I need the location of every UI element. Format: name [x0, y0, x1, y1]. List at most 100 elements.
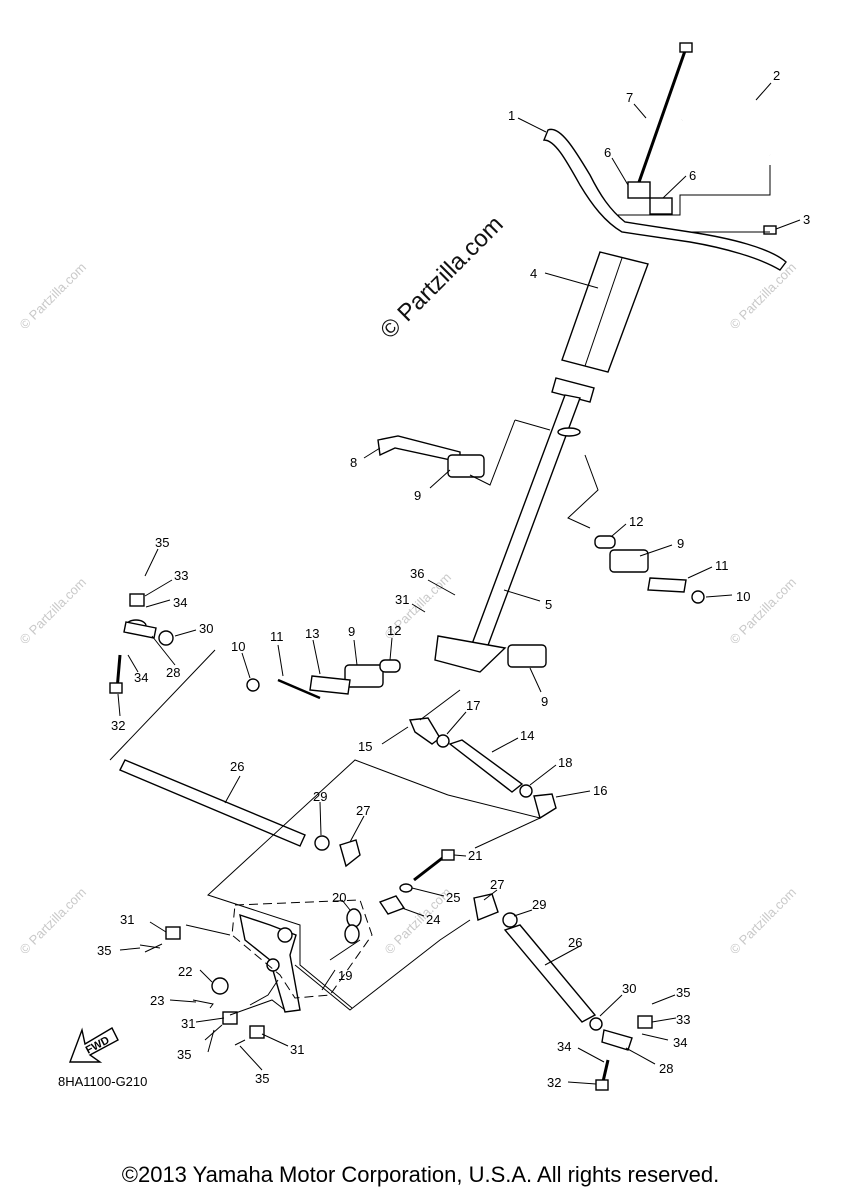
handlebar-pad	[561, 251, 649, 373]
pitman-pivot	[266, 958, 280, 972]
callout-32: 32	[547, 1075, 561, 1090]
pitman-arm-outline	[231, 899, 373, 999]
watermark-main: © Partzilla.com	[375, 211, 508, 344]
callout-28: 28	[659, 1061, 673, 1076]
steering-column	[434, 377, 595, 673]
fwd-label: FWD	[84, 1034, 112, 1056]
callout-31: 31	[120, 912, 134, 927]
callout-9: 9	[541, 694, 548, 709]
callout-9: 9	[677, 536, 684, 551]
copyright-notice: ©2013 Yamaha Motor Corporation, U.S.A. A…	[121, 1162, 720, 1187]
callout-27: 27	[490, 877, 504, 892]
callout-31: 31	[290, 1042, 304, 1057]
nut	[246, 678, 260, 692]
callout-1: 1	[508, 108, 515, 123]
nut	[637, 1015, 653, 1029]
nut	[222, 1011, 238, 1025]
link-arm	[647, 577, 687, 593]
callout-35: 35	[155, 535, 169, 550]
callout-4: 4	[530, 266, 537, 281]
tie-rod	[503, 924, 597, 1023]
callout-13: 13	[305, 626, 319, 641]
callout-34: 34	[557, 1039, 571, 1054]
callout-12: 12	[387, 623, 401, 638]
tie-rod-end	[473, 893, 499, 921]
callout-10: 10	[231, 639, 245, 654]
callout-34: 34	[673, 1035, 687, 1050]
callout-3: 3	[803, 212, 810, 227]
callout-8: 8	[350, 455, 357, 470]
nut	[436, 734, 450, 748]
callout-12: 12	[629, 514, 643, 529]
nut	[165, 926, 181, 940]
assembly-lines	[109, 165, 771, 1016]
nut	[589, 1017, 603, 1031]
callout-30: 30	[622, 981, 636, 996]
nut	[314, 835, 330, 851]
callout-34: 34	[134, 670, 148, 685]
callout-27: 27	[356, 803, 370, 818]
callout-20: 20	[332, 890, 346, 905]
nut	[502, 912, 518, 928]
callout-11: 11	[715, 558, 729, 573]
callout-16: 16	[593, 783, 607, 798]
watermark-faint: © Partzilla.com	[17, 885, 90, 958]
callout-6: 6	[689, 168, 696, 183]
link-arm	[309, 675, 351, 695]
tie-rod	[448, 739, 524, 793]
callout-24: 24	[426, 912, 440, 927]
cotter-pin	[192, 999, 214, 1009]
tie-rod-end	[339, 839, 361, 868]
watermark-faint: © Partzilla.com	[17, 260, 90, 333]
bushing	[344, 924, 360, 944]
tie-rod-end	[533, 793, 557, 820]
fwd-arrow: FWD	[68, 1027, 119, 1063]
column-clamp	[344, 664, 384, 688]
collar	[379, 659, 401, 673]
collar	[594, 535, 616, 549]
handlebar-assembly	[542, 42, 787, 271]
callout-35: 35	[97, 943, 111, 958]
watermark-faint: © Partzilla.com	[727, 260, 800, 333]
callout-15: 15	[358, 739, 372, 754]
callout-19: 19	[338, 968, 352, 983]
washer	[399, 883, 413, 893]
tie-rod-end	[601, 1029, 633, 1051]
callout-32: 32	[111, 718, 125, 733]
callout-31: 31	[181, 1016, 195, 1031]
callout-17: 17	[466, 698, 480, 713]
callout-30: 30	[199, 621, 213, 636]
tie-rod	[119, 759, 306, 847]
callout-18: 18	[558, 755, 572, 770]
watermark-faint: © Partzilla.com	[727, 575, 800, 648]
column-clamp	[507, 644, 547, 668]
callout-14: 14	[520, 728, 534, 743]
callout-23: 23	[150, 993, 164, 1008]
column-clamp	[609, 549, 649, 573]
nut	[211, 977, 229, 995]
callout-21: 21	[468, 848, 482, 863]
bolt	[441, 849, 455, 861]
nut	[691, 590, 705, 604]
nut	[519, 784, 533, 798]
nut	[249, 1025, 265, 1039]
cotter-pin	[139, 943, 163, 953]
callout-35: 35	[676, 985, 690, 1000]
callout-6: 6	[604, 145, 611, 160]
watermark-faint: © Partzilla.com	[727, 885, 800, 958]
faint-watermarks: © Partzilla.com © Partzilla.com © Partzi…	[17, 260, 800, 958]
callout-11: 11	[270, 629, 284, 644]
callout-7: 7	[626, 90, 633, 105]
cotter-pin	[234, 1039, 246, 1046]
callout-34: 34	[173, 595, 187, 610]
callout-10: 10	[736, 589, 750, 604]
callouts: 1 2 3 4 5 6 6 7 8 9 9 9 9 10 10 11 11 12…	[97, 68, 810, 1090]
watermark-faint: © Partzilla.com	[17, 575, 90, 648]
callout-33: 33	[676, 1012, 690, 1027]
callout-33: 33	[174, 568, 188, 583]
callout-5: 5	[545, 597, 552, 612]
callout-35: 35	[177, 1047, 191, 1062]
callout-35: 35	[255, 1071, 269, 1086]
left-knuckle-joint	[109, 593, 174, 694]
